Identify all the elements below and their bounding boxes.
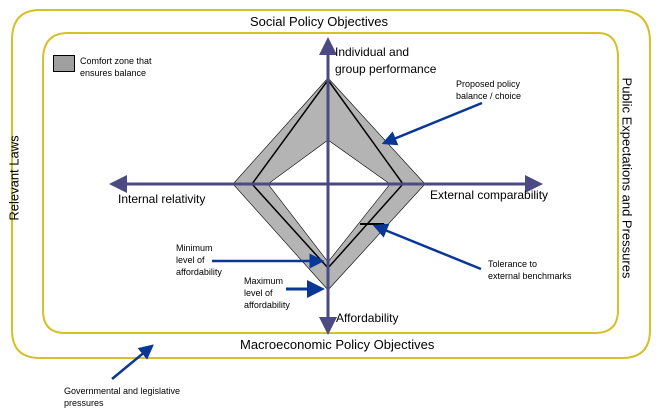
maximum-line2: level of xyxy=(244,288,273,298)
proposed-policy-line2: balance / choice xyxy=(456,91,522,101)
proposed-policy-arrow xyxy=(381,101,483,146)
tolerance-label: Tolerance to external benchmarks xyxy=(488,258,598,282)
proposed-policy-line1: Proposed policy xyxy=(456,79,521,89)
right-label: Public Expectations and Pressures xyxy=(619,77,635,279)
legend-label: Comfort zone that ensures balance xyxy=(80,55,180,79)
tolerance-arrow xyxy=(372,223,482,271)
maximum-line3: affordability xyxy=(244,300,290,310)
outer-frame xyxy=(11,9,651,359)
governmental-line1: Governmental and legislative xyxy=(64,386,181,396)
legend-label-line1: Comfort zone that xyxy=(80,56,152,66)
axis-label-left: Internal relativity xyxy=(118,192,206,206)
minimum-label: Minimum level of affordability xyxy=(176,242,236,278)
governmental-arrow xyxy=(111,344,154,380)
axis-label-up-line1: Individual and xyxy=(335,45,410,59)
minimum-line1: Minimum xyxy=(176,243,213,253)
governmental-label: Governmental and legislative pressures xyxy=(64,385,224,409)
minimum-line2: level of xyxy=(176,255,205,265)
tolerance-line2: external benchmarks xyxy=(488,271,572,281)
tolerance-line1: Tolerance to xyxy=(488,259,538,269)
maximum-label: Maximum level of affordability xyxy=(244,275,304,311)
axis-label-up-line2: group performance xyxy=(335,62,437,76)
bottom-label: Macroeconomic Policy Objectives xyxy=(240,337,435,352)
proposed-policy-label: Proposed policy balance / choice xyxy=(456,78,556,102)
axis-label-up: Individual and group performance xyxy=(335,44,436,78)
maximum-line1: Maximum xyxy=(244,276,284,286)
top-label: Social Policy Objectives xyxy=(250,14,388,29)
governmental-line2: pressures xyxy=(64,398,104,408)
legend-label-line2: ensures balance xyxy=(80,68,147,78)
minimum-line3: affordability xyxy=(176,267,222,277)
left-label: Relevant Laws xyxy=(6,135,22,221)
legend-swatch xyxy=(53,55,75,72)
axis-label-down: Affordability xyxy=(336,311,399,325)
inner-frame xyxy=(42,32,619,334)
axis-label-right: External comparability xyxy=(430,188,549,202)
